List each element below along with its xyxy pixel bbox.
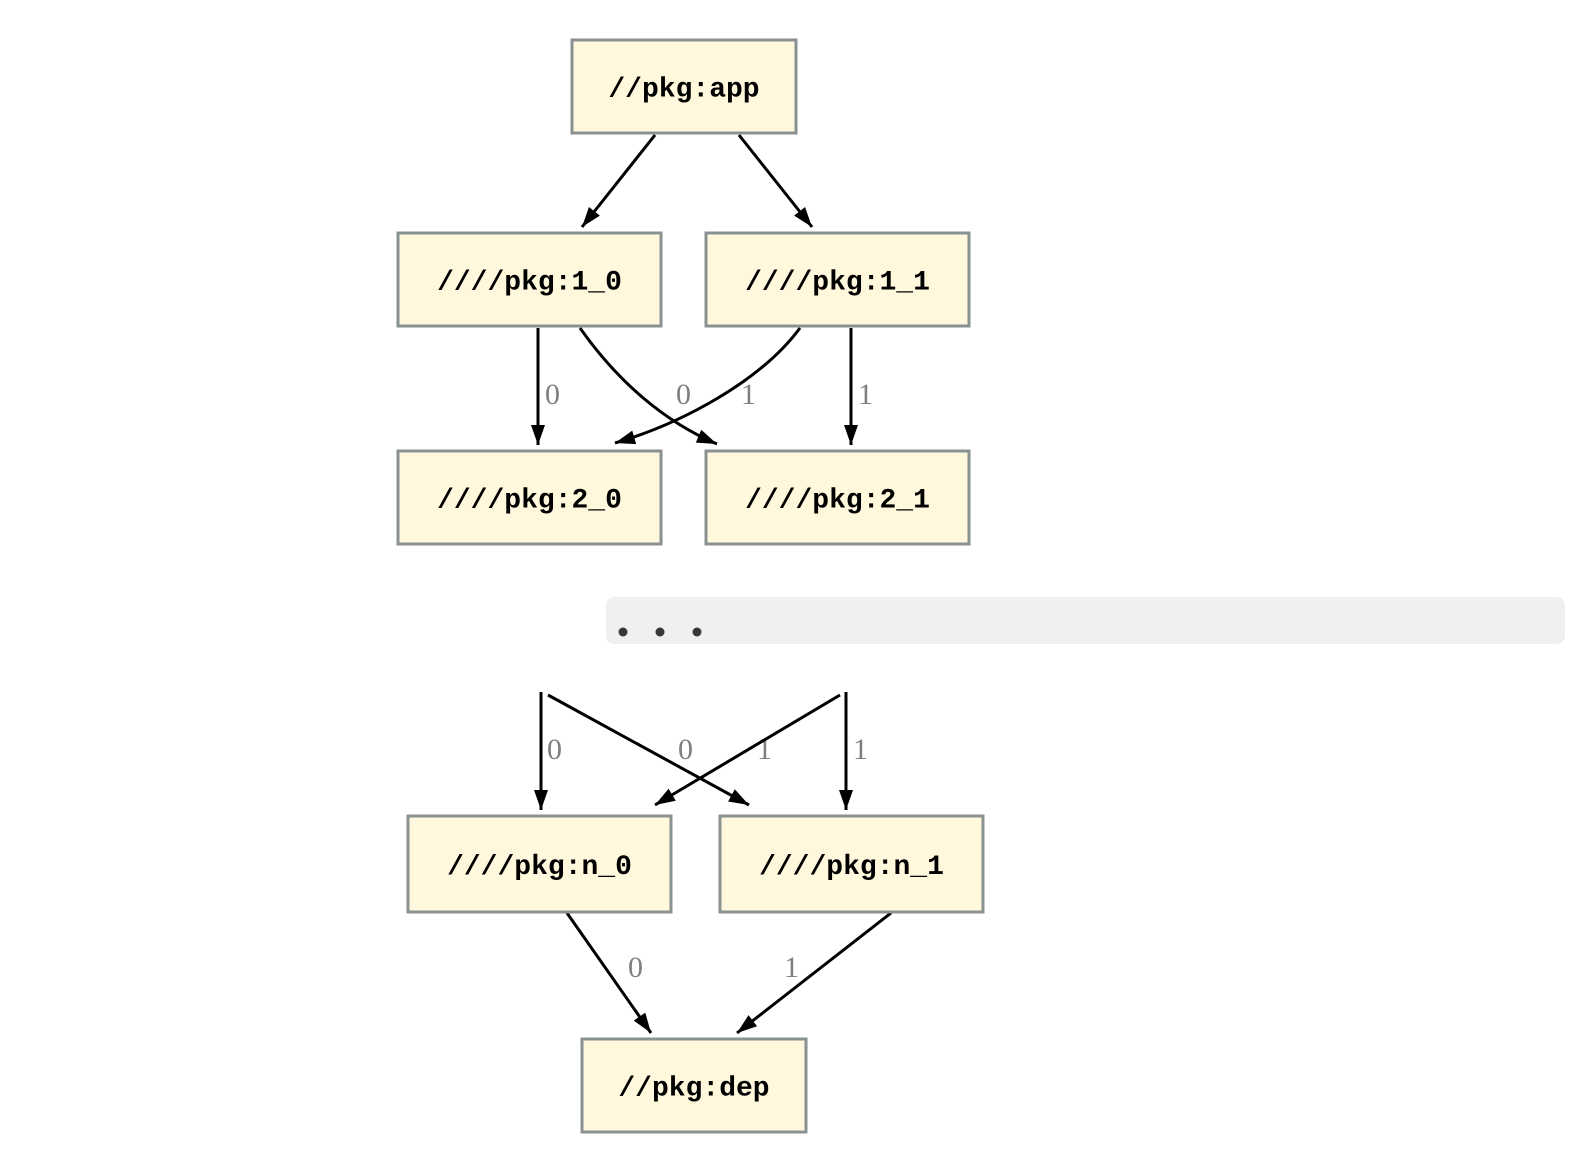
node-box-n_1 [718, 814, 985, 914]
node-label-1_1: ////pkg:1_1 [745, 268, 930, 299]
node-box-dep [580, 1037, 808, 1134]
node-box-n_0 [406, 814, 673, 914]
edge-label-1_1-to-2_0: 0 [676, 378, 691, 411]
edge-app-to-1_0 [580, 134, 657, 228]
ellipsis-band [606, 597, 1565, 644]
edge-label-n_1-to-dep: 1 [784, 951, 799, 984]
node-label-app: //pkg:app [608, 75, 759, 106]
node-n_0: ////pkg:n_0 [406, 814, 673, 914]
node-label-n_1: ////pkg:n_1 [759, 852, 944, 883]
edge-1_1-to-2_0 [614, 327, 802, 445]
ellipsis-band-layer [606, 597, 1565, 644]
ellipsis-dot-1 [655, 627, 665, 637]
edge-label-1_0-to-2_0: 0 [545, 378, 560, 411]
node-dep: //pkg:dep [580, 1037, 808, 1134]
edge-label-n_0-to-dep: 0 [628, 951, 643, 984]
nodes-layer: //pkg:app ////pkg:1_0 ////pkg:1_1 ////pkg:2… [396, 38, 985, 1134]
edge-1_0-to-2_1 [578, 327, 718, 446]
edge-label-1_1-to-2_1: 1 [858, 378, 873, 411]
node-box-app [570, 38, 798, 135]
node-1_0: ////pkg:1_0 [396, 231, 663, 328]
node-2_0: ////pkg:2_0 [396, 449, 663, 546]
node-label-2_0: ////pkg:2_0 [437, 486, 622, 517]
node-label-dep: //pkg:dep [618, 1074, 769, 1105]
edge-label-elided-to-n_1-straight: 1 [853, 733, 868, 766]
node-1_1: ////pkg:1_1 [704, 231, 971, 328]
edge-label-1_0-to-2_1: 1 [741, 378, 756, 411]
node-label-1_0: ////pkg:1_0 [437, 268, 622, 299]
edge-app-to-1_1 [737, 134, 814, 228]
node-app: //pkg:app [570, 38, 798, 135]
edge-label-elided-to-n_0-cross: 0 [678, 733, 693, 766]
ellipsis-dot-0 [618, 627, 628, 637]
edge-elided-to-n_0-cross [654, 693, 841, 807]
node-box-1_0 [396, 231, 663, 328]
edge-n_1-to-dep [736, 911, 892, 1035]
node-box-2_0 [396, 449, 663, 546]
ellipsis-dot-2 [692, 627, 702, 637]
node-box-1_1 [704, 231, 971, 328]
node-label-2_1: ////pkg:2_1 [745, 486, 930, 517]
node-label-n_0: ////pkg:n_0 [447, 852, 632, 883]
node-n_1: ////pkg:n_1 [718, 814, 985, 914]
edge-n_0-to-dep [565, 912, 653, 1034]
node-box-2_1 [704, 449, 971, 546]
edge-elided-to-n_1-cross [547, 693, 750, 807]
edge-label-elided-to-n_0-straight: 0 [547, 733, 562, 766]
node-2_1: ////pkg:2_1 [704, 449, 971, 546]
